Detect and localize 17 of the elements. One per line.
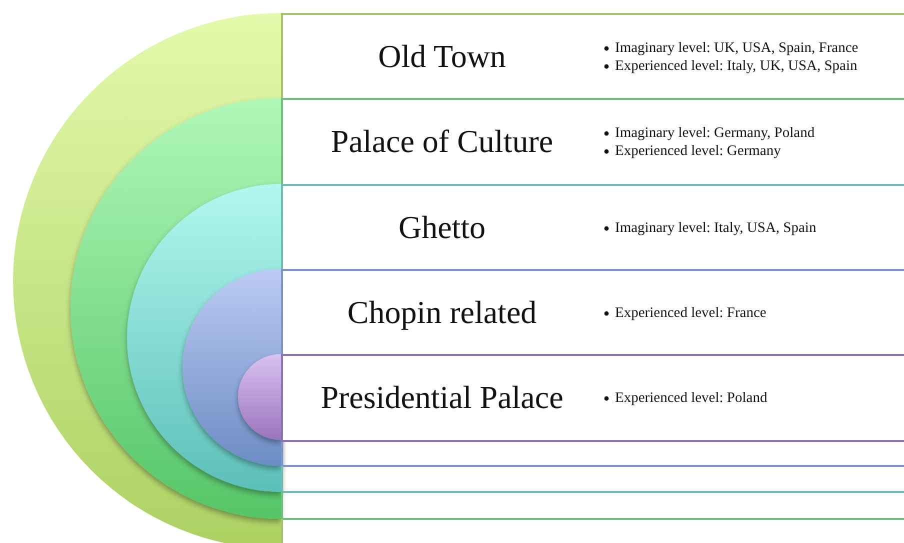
level-row: [281, 184, 904, 269]
place-name: Palace of Culture: [330, 124, 554, 160]
bullet-item: Experienced level: Poland: [615, 390, 768, 406]
bullet-item: Imaginary level: UK, USA, Spain, France: [615, 40, 858, 56]
level-row: [281, 13, 904, 98]
place-name: Chopin related: [346, 294, 538, 330]
bullet-item: Experienced level: Italy, UK, USA, Spain: [615, 58, 858, 74]
bullet-item: Imaginary level: Italy, USA, Spain: [615, 220, 816, 236]
bullet-item: Experienced level: Germany: [615, 143, 781, 159]
level-row: [281, 269, 904, 354]
bullet-item: Experienced level: France: [615, 304, 766, 320]
level-row: [281, 354, 904, 442]
place-name: Presidential Palace: [320, 380, 564, 416]
place-name: Old Town: [377, 38, 507, 74]
place-name: Ghetto: [397, 210, 487, 246]
level-row: [281, 98, 904, 184]
bullet-item: Imaginary level: Germany, Poland: [615, 125, 815, 141]
